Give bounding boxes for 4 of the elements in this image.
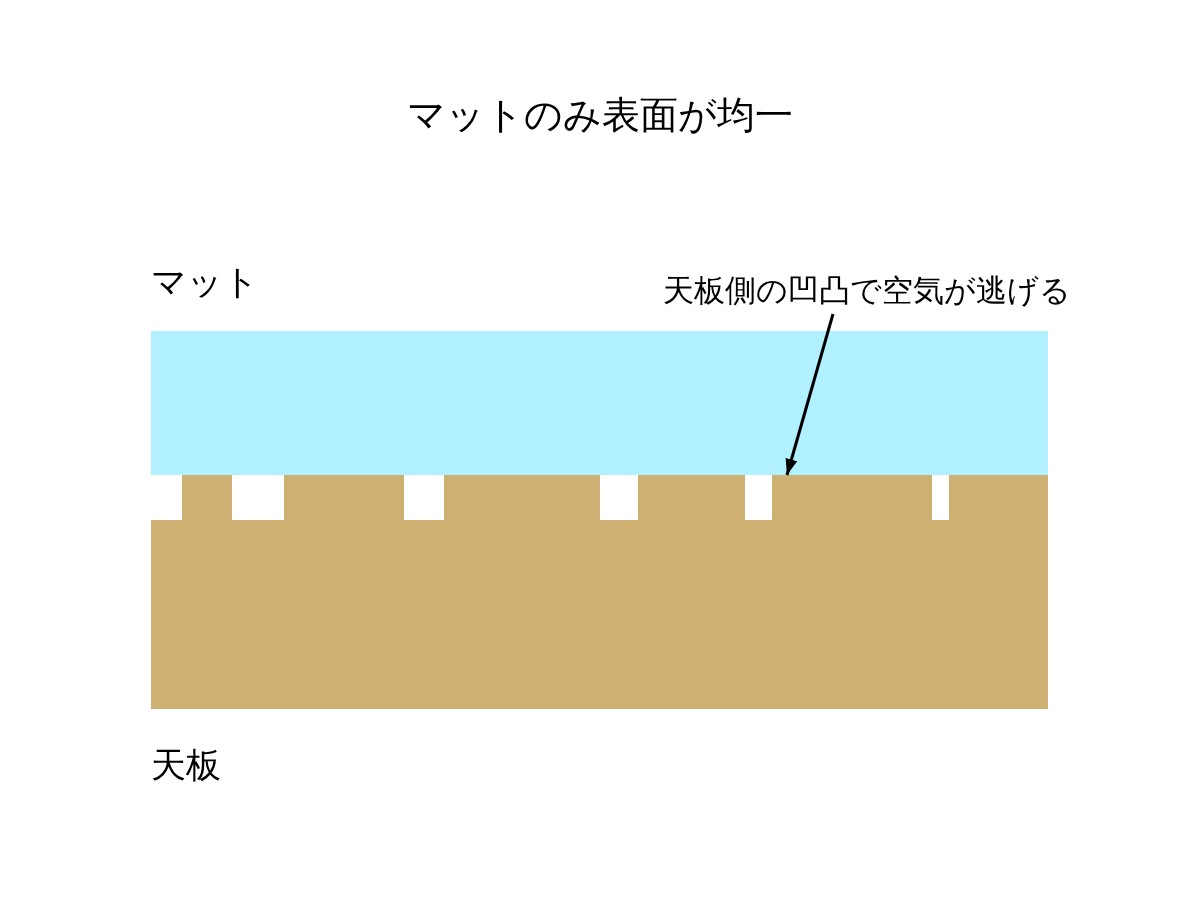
diagram-title: マットのみ表面が均一 — [407, 92, 793, 139]
layer-label: 天板 — [151, 744, 221, 787]
layer-label: マット — [151, 261, 259, 304]
callout-text: 天板側の凹凸で空気が逃げる — [663, 266, 1071, 314]
